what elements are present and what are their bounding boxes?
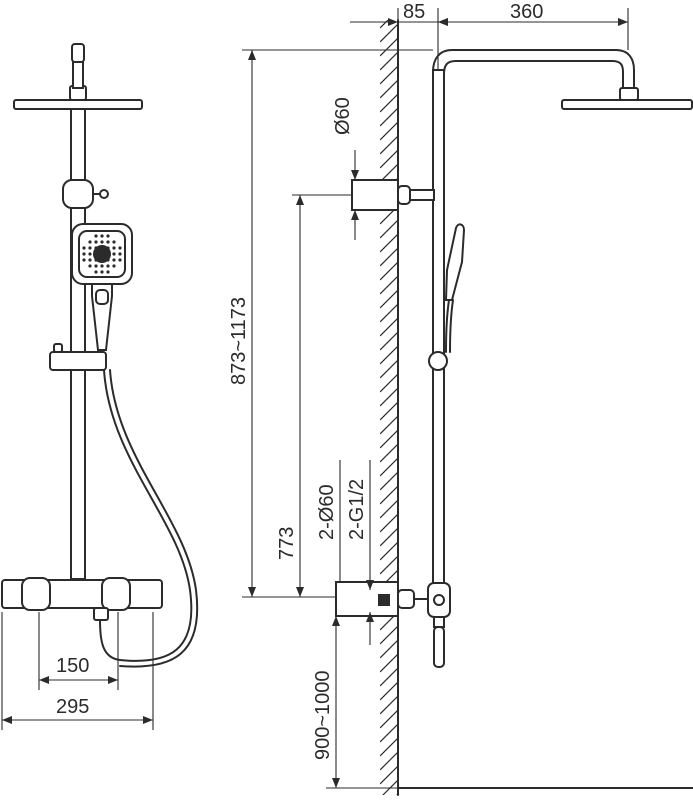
- wall-bracket-side: [351, 179, 435, 211]
- hand-shower-front: [71, 223, 133, 351]
- dim-bracket-dia-label: Ø60: [332, 97, 354, 135]
- dim-85-label: 85: [403, 1, 425, 23]
- rain-shower-head-front: [13, 43, 143, 110]
- hose-front: [99, 369, 193, 662]
- dim-mount-height-label: 900~1000: [312, 670, 334, 760]
- front-view: 150 295: [1, 43, 199, 730]
- mixer-bar-front: [1, 577, 163, 621]
- dim-360-label: 360: [510, 1, 543, 23]
- diverter-front: [62, 179, 109, 209]
- dim-773-label: 773: [276, 527, 298, 560]
- dim-bracket-dia: Ø60: [332, 97, 359, 240]
- riser-pipe-side: [432, 69, 445, 591]
- dim-height-range: 873~1173: [228, 49, 433, 598]
- dim-mount-height: 900~1000: [312, 597, 398, 789]
- shower-arm-side: [432, 49, 635, 91]
- wall: [380, 19, 693, 796]
- dim-295-label: 295: [56, 696, 89, 718]
- dim-height-range-label: 873~1173: [228, 297, 250, 385]
- dim-295: 295: [1, 612, 154, 730]
- dim-773: 773: [276, 194, 352, 597]
- rain-shower-head-side: [561, 87, 693, 110]
- dim-inlet: 2-Ø60 2-G1/2: [316, 460, 374, 645]
- mixer-side: [335, 581, 451, 668]
- hand-shower-side: [444, 223, 466, 353]
- dim-thread-label: 2-G1/2: [346, 479, 368, 540]
- dim-150: 150: [38, 612, 119, 690]
- slider-holder-side: [428, 351, 448, 371]
- dim-inlet-dia-label: 2-Ø60: [316, 484, 338, 540]
- dim-150-label: 150: [56, 655, 89, 677]
- side-view: 85 360 873~1173 Ø60: [228, 1, 693, 796]
- slider-holder-front: [49, 343, 107, 371]
- dim-360: 360: [438, 1, 629, 50]
